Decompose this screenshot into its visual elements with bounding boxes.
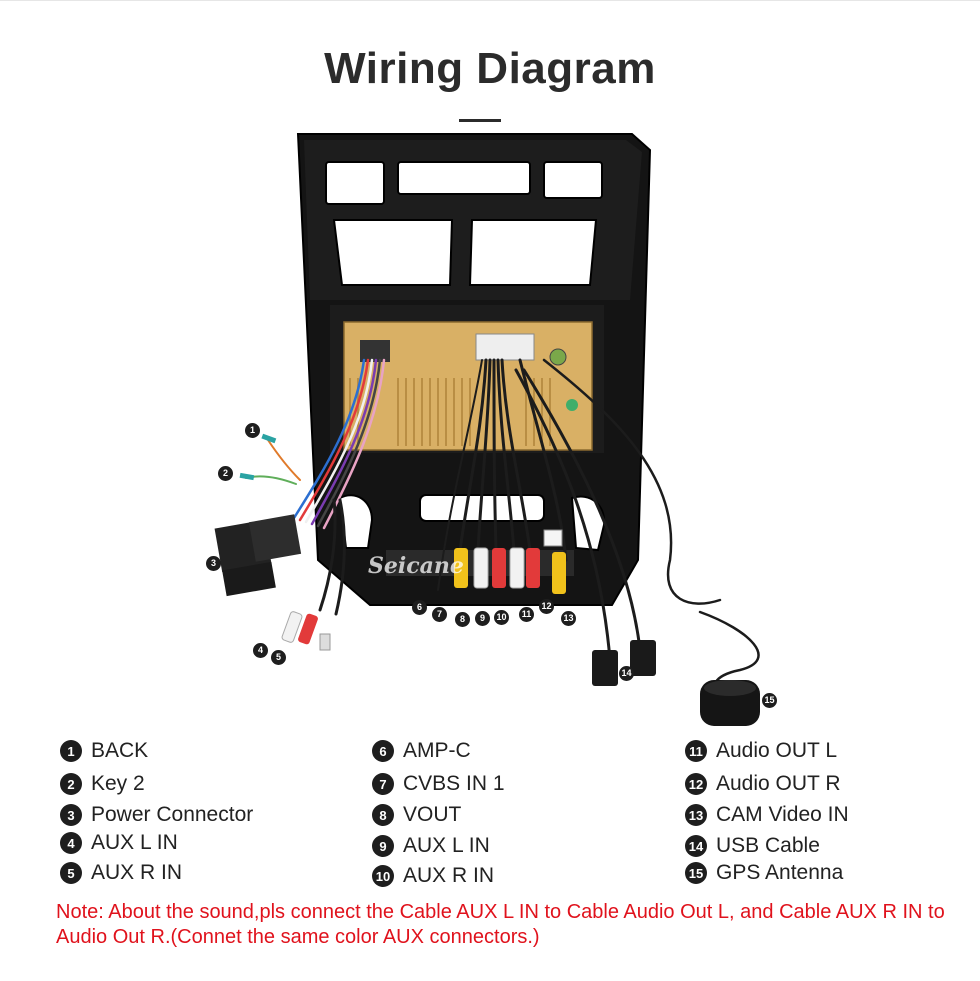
connection-note: Note: About the sound,pls connect the Ca… xyxy=(56,901,945,948)
callout-5: 5 xyxy=(271,650,286,665)
legend-number-badge: 4 xyxy=(60,832,82,854)
power-connector xyxy=(214,514,302,597)
callout-9: 9 xyxy=(475,611,490,626)
callout-8: 8 xyxy=(455,612,470,627)
legend-number-badge: 13 xyxy=(685,804,707,826)
callout-15: 15 xyxy=(762,693,777,708)
legend-number-badge: 12 xyxy=(685,773,707,795)
legend-item-back: 1 BACK xyxy=(60,737,148,765)
legend-item-amp-c: 6 AMP-C xyxy=(372,737,471,765)
legend-item-cvbs-in-1: 7 CVBS IN 1 xyxy=(372,770,505,798)
legend-label: AUX L IN xyxy=(403,834,490,857)
legend-item-aux-l-in: 4 AUX L IN xyxy=(60,829,178,857)
legend-label: AUX R IN xyxy=(91,861,183,884)
legend-item-key2: 2 Key 2 xyxy=(60,770,145,798)
callout-12: 12 xyxy=(539,599,554,614)
legend-label: USB Cable xyxy=(716,834,820,857)
legend-item-cam-video-in: 13 CAM Video IN xyxy=(685,801,849,829)
callout-13: 13 xyxy=(561,611,576,626)
legend-label: AUX R IN xyxy=(403,864,495,887)
legend-number-badge: 11 xyxy=(685,740,707,762)
legend-item-aux-r-in: 5 AUX R IN xyxy=(60,859,182,887)
callout-14: 14 xyxy=(619,666,634,681)
legend-label: AUX L IN xyxy=(91,831,178,854)
top-divider xyxy=(0,0,980,1)
legend-number-badge: 7 xyxy=(372,773,394,795)
legend-number-badge: 3 xyxy=(60,804,82,826)
legend-label: Audio OUT R xyxy=(716,772,841,795)
legend-item-audio-out-r: 12 Audio OUT R xyxy=(685,770,841,798)
key2-wire-tip xyxy=(239,472,255,481)
callout-6: 6 xyxy=(412,600,427,615)
legend-label: BACK xyxy=(91,739,149,762)
legend-label: Key 2 xyxy=(91,772,145,795)
legend-number-badge: 5 xyxy=(60,862,82,884)
callout-7: 7 xyxy=(432,607,447,622)
legend-number-badge: 8 xyxy=(372,804,394,826)
callout-10: 10 xyxy=(494,610,509,625)
watermark: Seicane xyxy=(368,553,464,579)
callout-11: 11 xyxy=(519,607,534,622)
legend-label: VOUT xyxy=(403,803,462,826)
legend-number-badge: 9 xyxy=(372,835,394,857)
legend-number-badge: 15 xyxy=(685,862,707,884)
back-wire-tip xyxy=(261,433,277,444)
legend-item-audio-out-l: 11 Audio OUT L xyxy=(685,737,837,765)
legend-item-power-connector: 3 Power Connector xyxy=(60,801,253,829)
legend-number-badge: 6 xyxy=(372,740,394,762)
legend-item-vout: 8 VOUT xyxy=(372,801,461,829)
gps-antenna xyxy=(700,680,760,726)
legend-label: AMP-C xyxy=(403,739,471,762)
legend-label: CVBS IN 1 xyxy=(403,772,505,795)
center-rca-plugs xyxy=(454,529,566,594)
legend-label: CAM Video IN xyxy=(716,803,849,826)
legend-label: Power Connector xyxy=(91,803,254,826)
legend-number-badge: 10 xyxy=(372,865,394,887)
callout-2: 2 xyxy=(218,466,233,481)
legend-item-gps-antenna: 15 GPS Antenna xyxy=(685,859,843,887)
legend-label: Audio OUT L xyxy=(716,739,838,762)
legend-number-badge: 2 xyxy=(60,773,82,795)
title-underline xyxy=(459,119,501,122)
aux-left-rca-plugs xyxy=(281,611,331,651)
legend-item-aux-l-in-2: 9 AUX L IN xyxy=(372,832,490,860)
usb-connectors xyxy=(592,640,656,686)
wiring-harness xyxy=(245,358,760,692)
legend-item-aux-r-in-2: 10 AUX R IN xyxy=(372,862,494,890)
legend-item-usb-cable: 14 USB Cable xyxy=(685,832,820,860)
legend-number-badge: 1 xyxy=(60,740,82,762)
legend-label: GPS Antenna xyxy=(716,861,844,884)
callout-3: 3 xyxy=(206,556,221,571)
legend-number-badge: 14 xyxy=(685,835,707,857)
callout-1: 1 xyxy=(245,423,260,438)
page-title: Wiring Diagram xyxy=(324,44,656,93)
callout-4: 4 xyxy=(253,643,268,658)
